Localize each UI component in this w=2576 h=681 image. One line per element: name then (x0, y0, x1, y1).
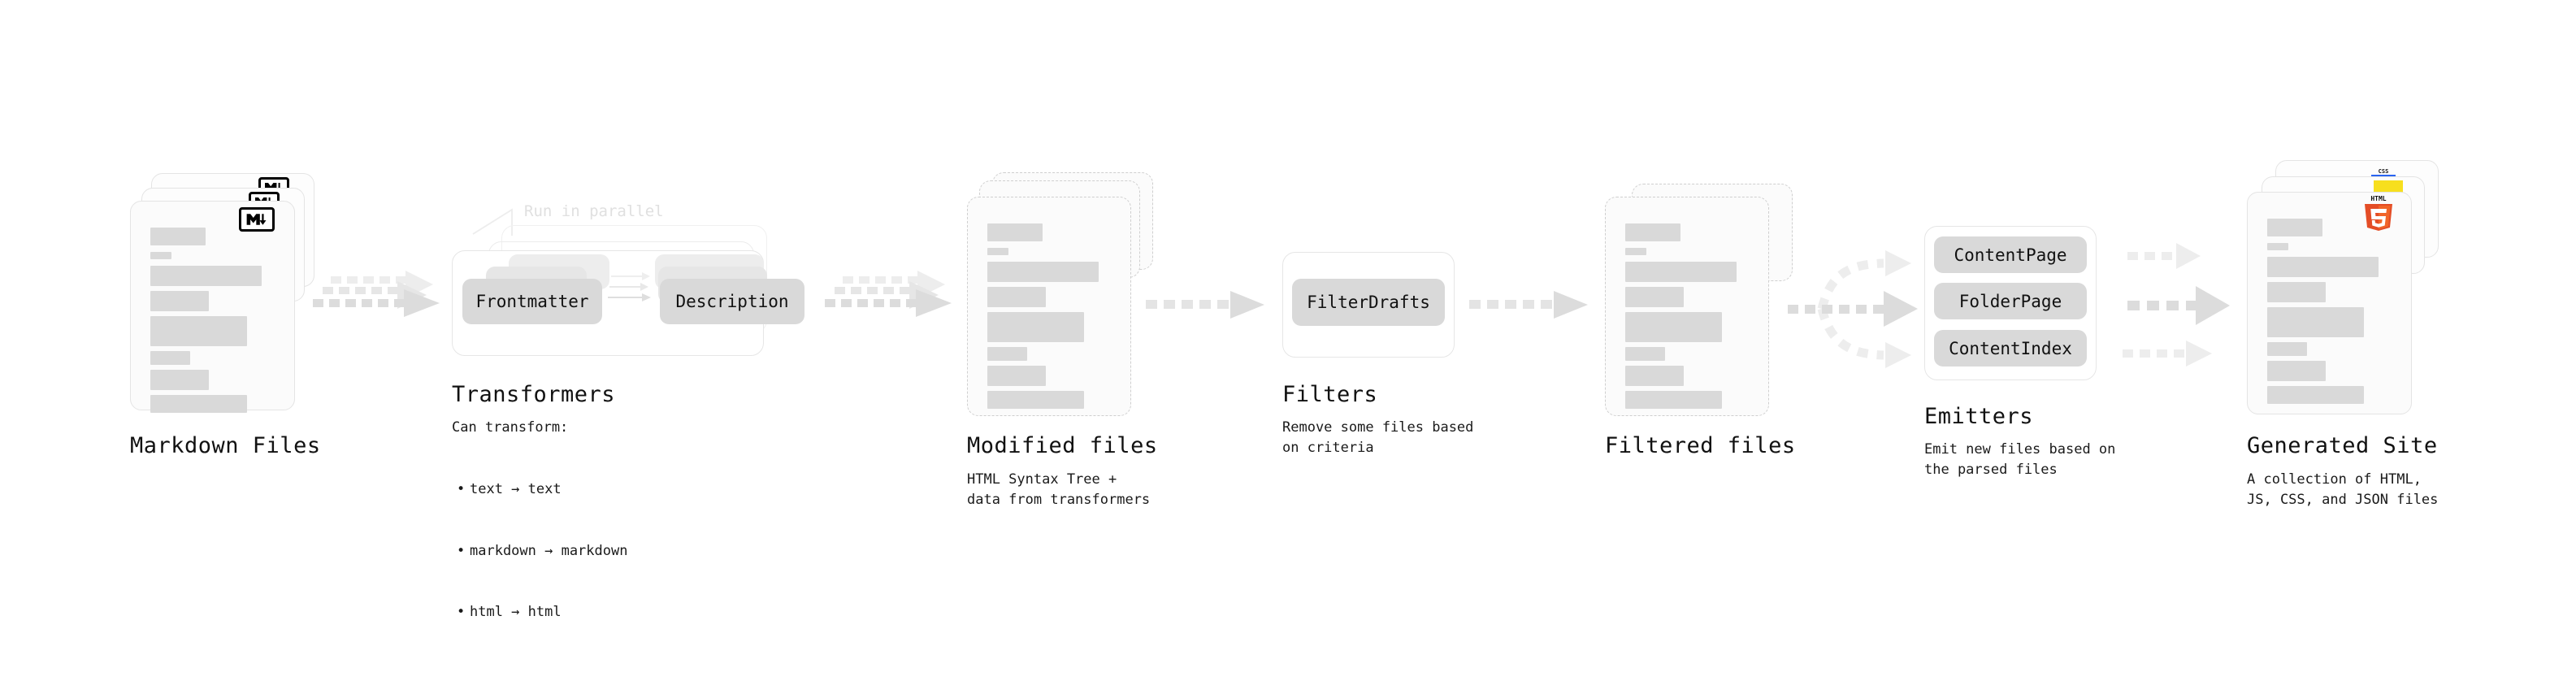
skeleton-bar (150, 228, 206, 245)
connector-filters-to-filtered (1469, 289, 1607, 322)
svg-text:CSS: CSS (2379, 168, 2389, 175)
skeleton-bar (1625, 287, 1684, 307)
connector-md-to-transformers (313, 271, 451, 325)
folderpage-pill[interactable]: FolderPage (1934, 283, 2087, 319)
transformers-bullet: markdown → markdown (452, 541, 627, 562)
stage-title-modified-files: Modified files (967, 433, 1158, 458)
skeleton-bar (1625, 262, 1737, 282)
connector-transformers-to-modified (825, 271, 963, 325)
markdown-icon (239, 207, 275, 232)
transformers-bullet: text → text (452, 479, 627, 500)
skeleton-bar (150, 316, 247, 346)
skeleton-bar (150, 351, 190, 365)
skeleton-bar (150, 266, 262, 286)
skeleton-bar (1625, 347, 1665, 361)
skeleton-bar (1625, 366, 1684, 386)
connector-frontmatter-to-description (608, 271, 666, 317)
skeleton-bar (987, 287, 1046, 307)
connector-emitters-to-site (2123, 229, 2269, 384)
svg-text:HTML: HTML (2370, 195, 2386, 202)
markdown-card-front (130, 201, 295, 413)
filters-desc: Remove some files based on criteria (1282, 419, 1474, 457)
skeleton-bar (2267, 361, 2326, 381)
transformers-bullet-list: text → text markdown → markdown html → h… (452, 439, 627, 664)
html5-icon: HTML (2361, 193, 2396, 234)
skeleton-bar (987, 312, 1084, 342)
skeleton-bar (2267, 243, 2288, 250)
skeleton-bar (987, 262, 1099, 282)
skeleton-bar (1625, 248, 1646, 255)
skeleton-bar (1625, 391, 1722, 409)
skeleton-bar (2267, 257, 2379, 277)
skeleton-bar (150, 252, 171, 259)
modified-files-desc: HTML Syntax Tree + data from transformer… (967, 471, 1151, 509)
stage-title-generated-site: Generated Site (2247, 433, 2438, 458)
skeleton-bar (150, 291, 209, 311)
connector-filtered-to-emitters (1780, 236, 1926, 382)
skeleton-bar (987, 248, 1008, 255)
connector-modified-to-filters (1146, 289, 1284, 322)
filterdrafts-pill[interactable]: FilterDrafts (1292, 279, 1445, 326)
skeleton-bar (2267, 342, 2307, 356)
transformers-bullet: html → html (452, 602, 627, 622)
modified-card-front (967, 197, 1131, 416)
skeleton-bar (1625, 312, 1722, 342)
skeleton-bar (987, 366, 1046, 386)
transformers-desc-heading: Can transform: (452, 419, 569, 436)
skeleton-bar (2267, 282, 2326, 302)
description-pill[interactable]: Description (660, 279, 804, 324)
stage-title-emitters: Emitters (1924, 404, 2034, 429)
frontmatter-pill[interactable]: Frontmatter (462, 279, 602, 324)
skeleton-bar (150, 395, 247, 413)
stage-title-markdown-files: Markdown Files (130, 433, 321, 458)
generated-site-desc: A collection of HTML, JS, CSS, and JSON … (2247, 471, 2439, 509)
skeleton-bar (1625, 223, 1680, 241)
contentindex-pill[interactable]: ContentIndex (1934, 330, 2087, 367)
stage-title-filters: Filters (1282, 382, 1378, 407)
filtered-card-front (1605, 197, 1769, 416)
skeleton-bar (2267, 386, 2364, 404)
skeleton-bar (2267, 219, 2322, 236)
stage-title-filtered-files: Filtered files (1605, 433, 1796, 458)
stage-title-transformers: Transformers (452, 382, 616, 407)
emitters-desc: Emit new files based on the parsed files (1924, 441, 2116, 479)
skeleton-bar (987, 223, 1043, 241)
contentpage-pill[interactable]: ContentPage (1934, 236, 2087, 273)
skeleton-bar (150, 370, 209, 390)
run-in-parallel-label: Run in parallel (524, 202, 664, 220)
skeleton-bar (987, 347, 1027, 361)
skeleton-bar (987, 391, 1084, 409)
skeleton-bar (2267, 307, 2364, 337)
